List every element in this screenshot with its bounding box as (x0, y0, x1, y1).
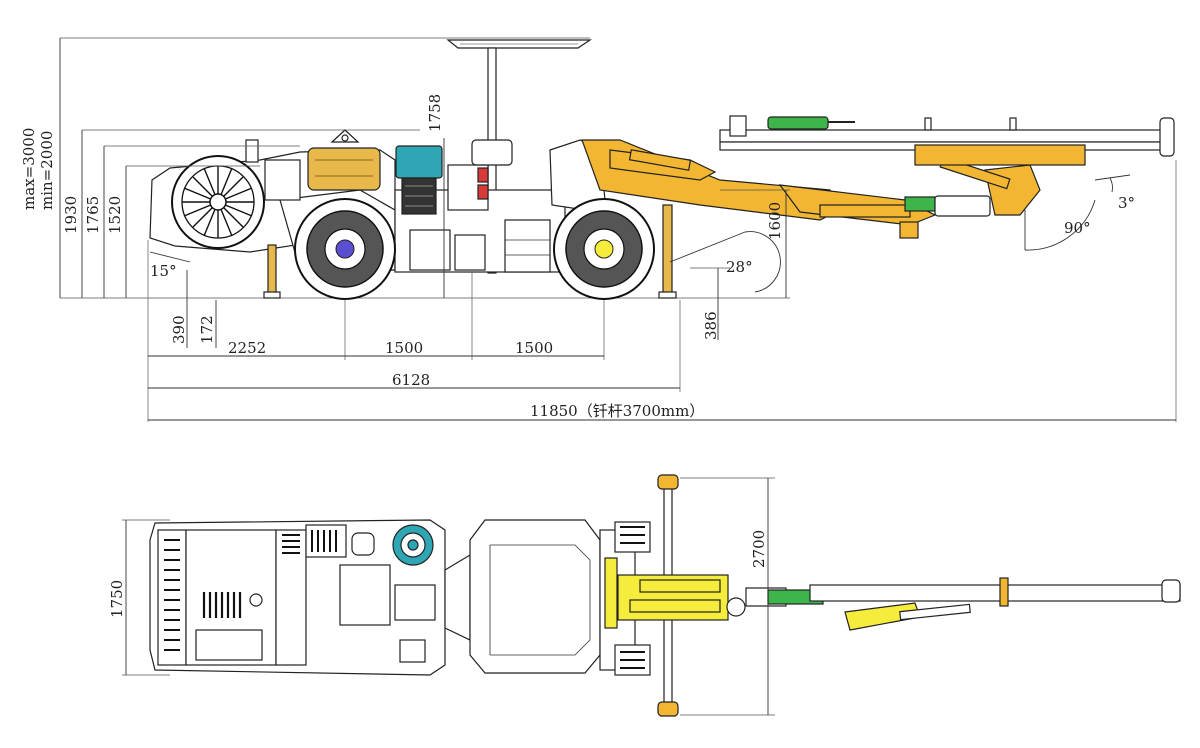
height-1758-label: 1758 (426, 94, 444, 132)
top-dimensions: 1750 2700 (108, 477, 775, 716)
height-1520-label: 1520 (106, 196, 124, 234)
side-view: 15° 28° 3° 90° max=3000 min=2000 1930 17… (20, 37, 1177, 422)
angle-arcs: 15° 28° 3° 90° (149, 174, 1135, 293)
width-2700-label: 2700 (750, 530, 768, 568)
length-1500-b-label: 1500 (515, 339, 553, 357)
rear-jack (263, 244, 281, 299)
angle-3-label: 3° (1118, 194, 1135, 212)
height-1765-label: 1765 (84, 196, 102, 234)
length-6128-label: 6128 (392, 371, 430, 389)
height-172-label: 172 (198, 315, 216, 344)
height-min-label: min=2000 (38, 131, 56, 210)
hydraulic-tank (307, 129, 381, 191)
height-1930-label: 1930 (62, 196, 80, 234)
height-1600-label: 1600 (766, 202, 784, 240)
drill-feed (719, 115, 1175, 166)
height-386-label: 386 (702, 311, 720, 340)
rear-wheel (294, 198, 396, 300)
angle-28-label: 28° (726, 258, 753, 276)
front-wheel (553, 198, 655, 300)
height-390-label: 390 (170, 315, 188, 344)
length-11850-label: 11850（钎杆3700mm） (530, 402, 704, 420)
length-dimensions: 2252 1500 1500 6128 11850（钎杆3700mm） (147, 160, 1177, 422)
angle-15-label: 15° (150, 262, 177, 280)
front-jack (658, 204, 677, 299)
top-boom (617, 574, 1181, 631)
engine (245, 139, 301, 201)
length-2252-label: 2252 (228, 339, 266, 357)
operator-station (447, 139, 513, 211)
height-max-min-label: max=3000 (20, 128, 38, 210)
angle-90-label: 90° (1064, 219, 1091, 237)
width-1750-label: 1750 (108, 580, 126, 618)
height-dimensions: max=3000 min=2000 1930 1765 1520 1758 16… (20, 37, 790, 298)
top-motor (392, 524, 434, 566)
clearance-dimensions: 390 172 386 (170, 267, 730, 348)
boom (581, 139, 1041, 239)
radiator-fan (171, 155, 265, 249)
top-view: 1750 2700 (108, 474, 1181, 717)
height-max-label: max=3000 (20, 128, 38, 210)
motor (395, 145, 443, 215)
length-1500-a-label: 1500 (385, 339, 423, 357)
top-rear-body (149, 519, 446, 676)
